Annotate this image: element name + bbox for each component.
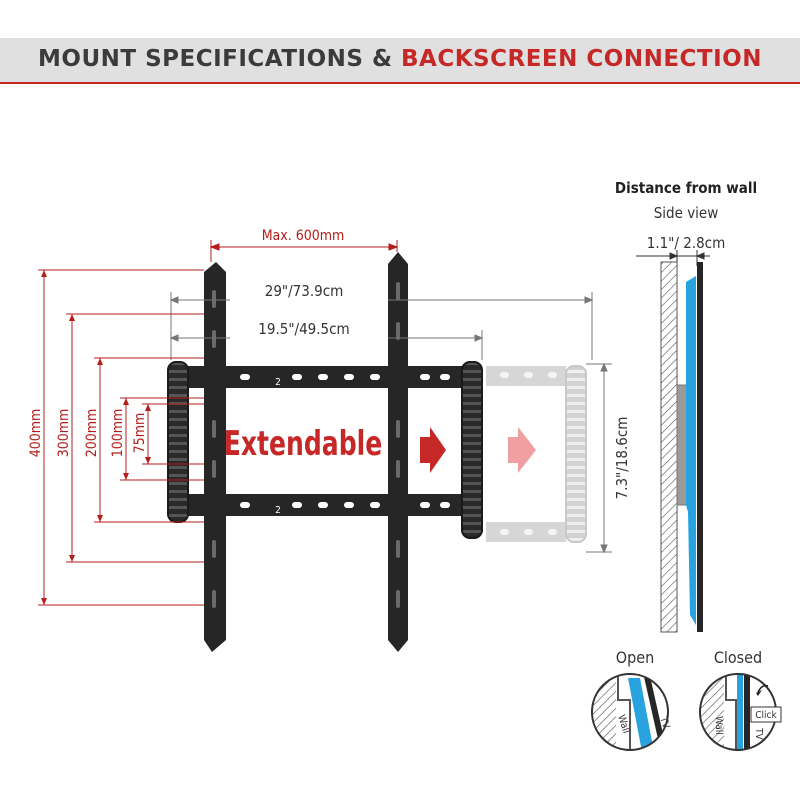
max-width-label: Max. 600mm xyxy=(262,228,345,244)
width-extended-label: 29"/73.9cm xyxy=(265,282,344,300)
vesa-200-label: 200mm xyxy=(84,409,100,458)
page-title: MOUNT SPECIFICATIONS & BACKSCREEN CONNEC… xyxy=(0,46,800,72)
extended-bracket-ghost xyxy=(486,365,587,543)
open-state-detail: Wall TV xyxy=(591,673,672,751)
wall-plate xyxy=(167,252,483,652)
max-width-dimension xyxy=(209,240,399,262)
vesa-400-label: 400mm xyxy=(28,409,44,458)
closed-wall-label: Wall xyxy=(713,716,724,735)
backscreen-section xyxy=(686,276,696,625)
title-accent: BACKSCREEN CONNECTION xyxy=(401,46,762,72)
open-label: Open xyxy=(616,648,654,667)
rail-number-top: 2 xyxy=(275,377,281,388)
closed-tv-label: TV xyxy=(753,727,764,740)
vesa-300-label: 300mm xyxy=(56,409,72,458)
vesa-100-label: 100mm xyxy=(110,409,126,458)
extend-arrow-ghost xyxy=(508,427,536,473)
title-main: MOUNT SPECIFICATIONS & xyxy=(38,46,402,72)
wall-section xyxy=(660,261,678,633)
extend-arrow xyxy=(420,427,446,473)
closed-label: Closed xyxy=(714,648,762,667)
height-label: 7.3"/18.6cm xyxy=(613,417,631,500)
side-view-subtitle: Side view xyxy=(654,204,719,222)
width-standard-dimension xyxy=(169,330,484,360)
header-band xyxy=(0,38,800,84)
vesa-75-label: 75mm xyxy=(132,413,148,454)
closed-state-detail: Wall TV Click xyxy=(699,673,782,751)
height-dimension xyxy=(586,362,612,554)
width-standard-label: 19.5"/49.5cm xyxy=(258,320,349,338)
rail-number-bottom: 2 xyxy=(275,505,281,516)
width-extended-dimension xyxy=(169,292,594,360)
extendable-label: Extendable xyxy=(224,424,383,463)
click-arrow-icon xyxy=(757,684,769,693)
tv-panel-section xyxy=(697,262,703,632)
click-label: Click xyxy=(755,710,777,721)
side-view-title: Distance from wall xyxy=(615,179,757,197)
click-badge xyxy=(750,706,782,723)
vesa-dimensions xyxy=(38,269,204,606)
side-view-drawing xyxy=(660,261,703,633)
side-view-distance-label: 1.1"/ 2.8cm xyxy=(647,234,726,252)
open-tv-label: TV xyxy=(657,715,672,731)
